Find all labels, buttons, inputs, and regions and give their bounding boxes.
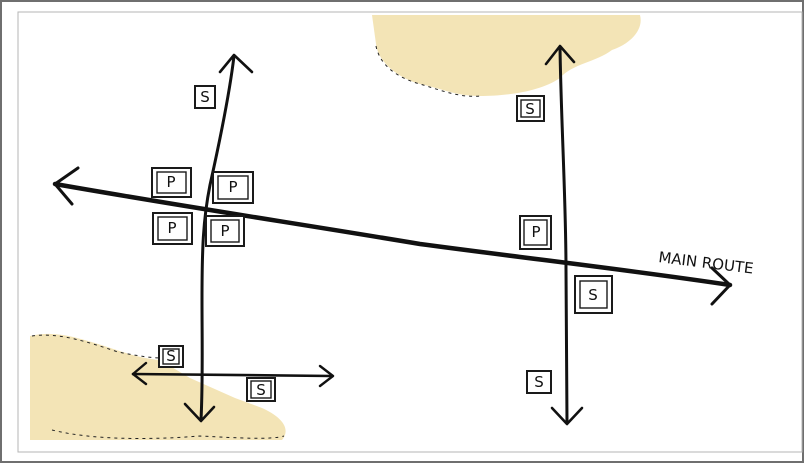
wash-top — [372, 15, 641, 97]
svg-text:S: S — [534, 373, 544, 391]
svg-text:S: S — [166, 347, 176, 365]
marker-primary: P — [212, 171, 254, 204]
arrowhead-down-right — [550, 406, 584, 426]
svg-text:P: P — [166, 173, 175, 191]
inner-border — [17, 11, 803, 453]
svg-text:P: P — [167, 219, 176, 237]
arrowhead-up-left — [218, 53, 254, 74]
road-left-vertical — [183, 53, 254, 423]
arrowhead-up-right — [544, 44, 576, 66]
marker-secondary: S — [194, 85, 216, 109]
marker-secondary: S — [574, 275, 613, 314]
marker-primary: P — [519, 215, 552, 250]
arrowhead-left-main — [53, 166, 80, 206]
marker-secondary: S — [246, 377, 276, 402]
svg-text:P: P — [531, 223, 540, 241]
svg-text:S: S — [256, 381, 266, 399]
marker-primary: P — [152, 212, 193, 245]
arrowhead-left-bottom — [131, 361, 148, 386]
svg-text:S: S — [525, 100, 535, 118]
svg-text:S: S — [588, 286, 598, 304]
marker-secondary: S — [516, 95, 545, 122]
arrowhead-right-main — [710, 266, 732, 306]
marker-secondary: S — [526, 370, 552, 394]
marker-secondary: S — [158, 345, 184, 368]
arrowhead-down-left — [183, 402, 216, 423]
wash-bottom-left — [30, 333, 286, 440]
marker-primary: P — [205, 215, 245, 247]
road-right-vertical — [544, 44, 584, 426]
marker-primary: P — [151, 167, 192, 198]
svg-text:S: S — [200, 88, 210, 106]
arrowhead-right-bottom — [318, 364, 335, 388]
road-main-route — [52, 166, 733, 306]
road-bottom-horizontal — [131, 361, 335, 388]
svg-text:P: P — [220, 222, 229, 240]
svg-text:P: P — [228, 178, 237, 196]
